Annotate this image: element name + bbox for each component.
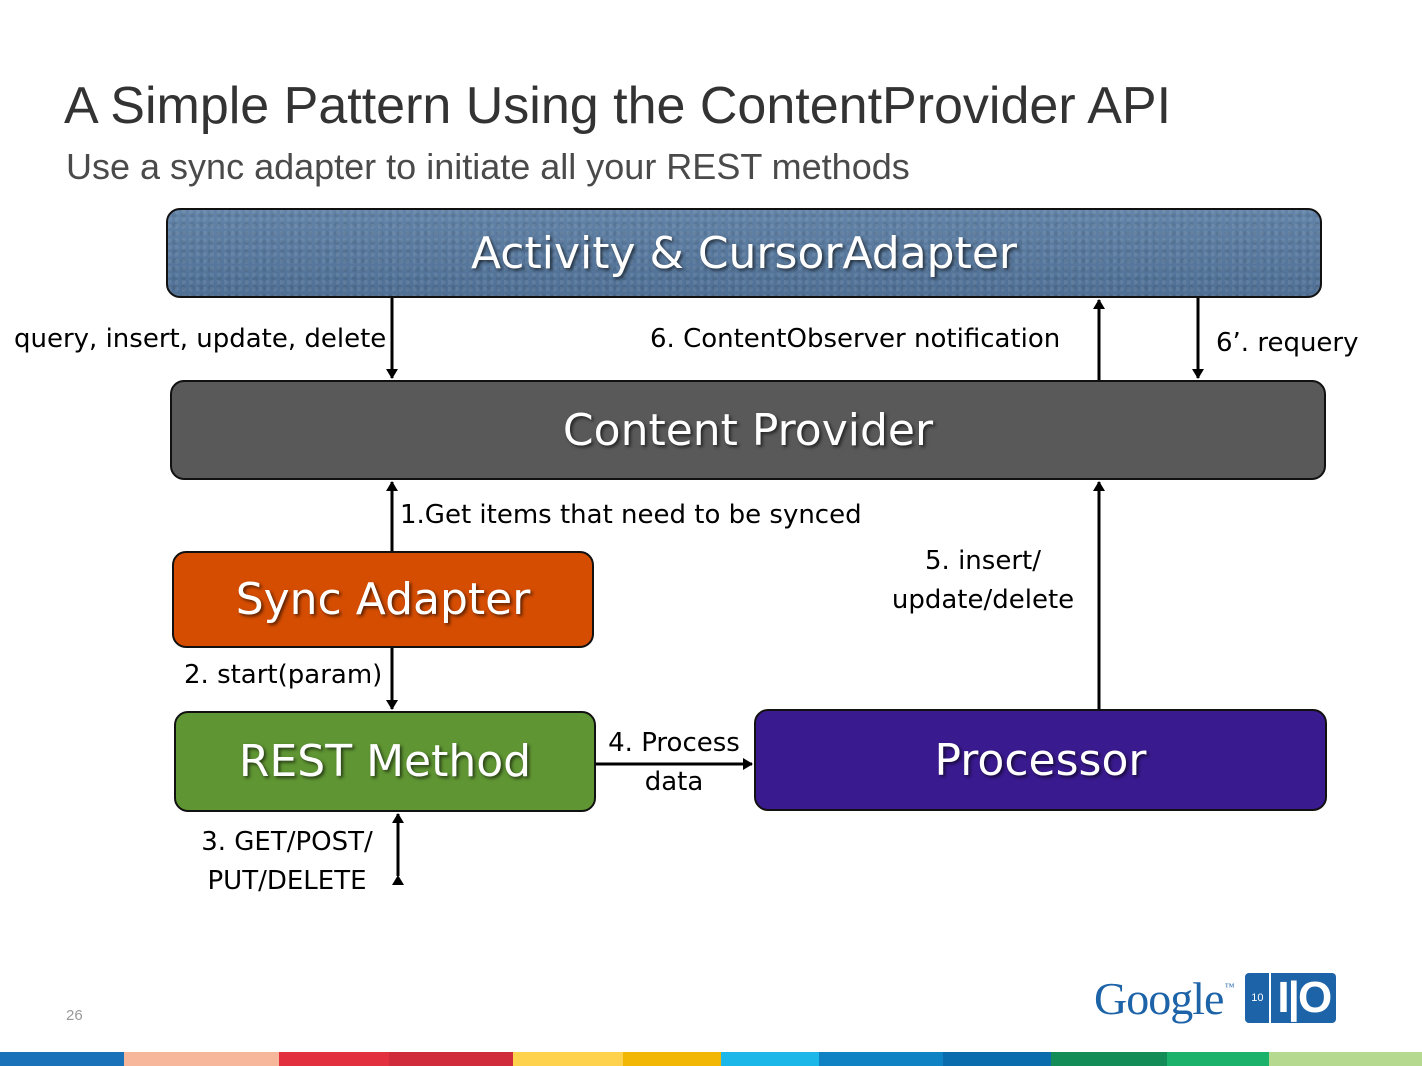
label-http-methods: 3. GET/POST/ PUT/DELETE	[184, 823, 390, 901]
footer-stripe	[124, 1052, 279, 1066]
footer-color-bar	[0, 1052, 1422, 1066]
label-insert-update-delete: 5. insert/ update/delete	[880, 542, 1086, 620]
footer-stripe	[623, 1052, 721, 1066]
label-http-methods-line2: PUT/DELETE	[207, 866, 367, 896]
sync-adapter-box: Sync Adapter	[172, 551, 594, 648]
footer-stripe	[0, 1052, 124, 1066]
label-insert-update-delete-line2: update/delete	[891, 585, 1075, 615]
google-wordmark-text: Google	[1094, 972, 1224, 1024]
label-get-items: 1.Get items that need to be synced	[400, 500, 862, 530]
label-process-data: 4. Process data	[600, 724, 748, 802]
footer-stripe	[819, 1052, 943, 1066]
label-process-data-line1: 4. Process	[608, 728, 740, 758]
io-mark: I|O	[1269, 973, 1337, 1023]
label-requery: 6’. requery	[1216, 328, 1359, 358]
activity-cursoradapter-box: Activity & CursorAdapter	[166, 208, 1322, 298]
label-content-observer: 6. ContentObserver notification	[650, 324, 1061, 354]
footer-stripe	[1269, 1052, 1422, 1066]
footer-stripe	[1051, 1052, 1167, 1066]
io-year: 10	[1245, 973, 1270, 1023]
footer-stripe	[943, 1052, 1051, 1066]
label-http-methods-line1: 3. GET/POST/	[201, 827, 373, 857]
footer-stripe	[513, 1052, 623, 1066]
label-start-param: 2. start(param)	[184, 660, 383, 690]
label-insert-update-delete-line1: 5. insert/	[925, 546, 1041, 576]
footer-stripe	[721, 1052, 819, 1066]
label-query-ops: query, insert, update, delete	[14, 324, 387, 354]
io-badge: 10 I|O	[1245, 973, 1337, 1023]
page-number: 26	[66, 1007, 83, 1024]
footer-stripe	[279, 1052, 389, 1066]
content-provider-box: Content Provider	[170, 380, 1326, 480]
slide-subtitle: Use a sync adapter to initiate all your …	[66, 146, 910, 187]
rest-method-box: REST Method	[174, 711, 596, 812]
label-process-data-line2: data	[644, 767, 704, 797]
trademark-mark: ™	[1224, 981, 1235, 993]
footer-stripe	[1167, 1052, 1269, 1066]
footer-stripe	[389, 1052, 513, 1066]
slide-title: A Simple Pattern Using the ContentProvid…	[64, 77, 1172, 135]
processor-box: Processor	[754, 709, 1327, 811]
